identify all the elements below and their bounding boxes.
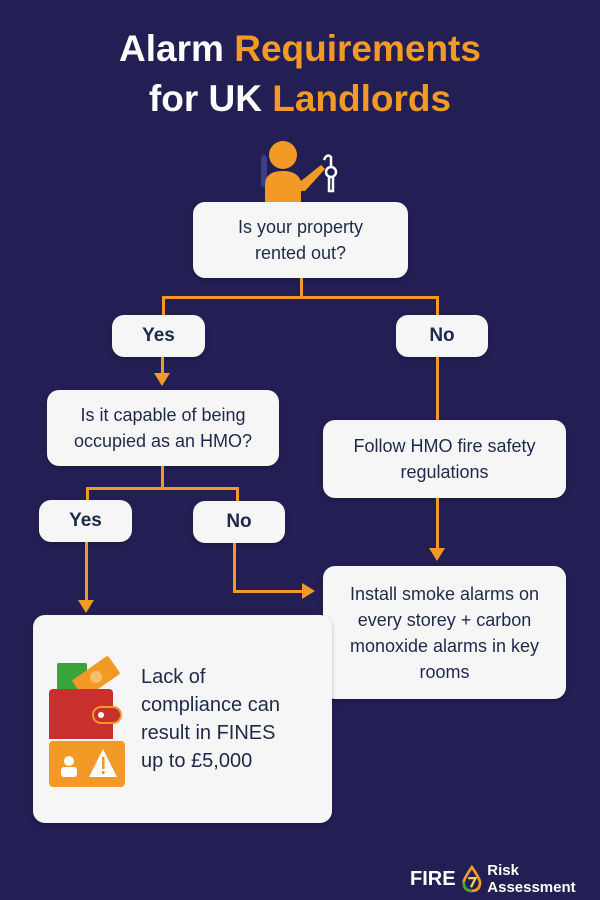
question-hmo: Is it capable of being occupied as an HM…: [47, 390, 279, 466]
wallet-with-cash-icon: [49, 656, 122, 739]
answer-yes-rented: Yes: [112, 315, 205, 357]
hmo-regulations-box: Follow HMO fire safety regulations: [323, 420, 566, 498]
warning-alert-icon: [49, 741, 125, 787]
fines-text: Lack of compliance can result in FINES u…: [141, 666, 280, 772]
install-alarms-box: Install smoke alarms on every storey + c…: [323, 566, 566, 699]
fines-warning-box: Lack of compliance can result in FINES u…: [33, 615, 332, 823]
answer-no-hmo: No: [193, 501, 285, 543]
page-title: Alarm Requirements for UK Landlords: [119, 28, 481, 119]
fire-risk-assessment-logo: FIRE Risk Assessment: [410, 862, 576, 896]
flame-icon: [461, 864, 481, 893]
question-rented-out: Is your property rented out?: [193, 202, 408, 278]
answer-yes-hmo: Yes: [39, 500, 132, 542]
answer-no-rented: No: [396, 315, 488, 357]
person-holding-key-icon: [261, 141, 338, 205]
